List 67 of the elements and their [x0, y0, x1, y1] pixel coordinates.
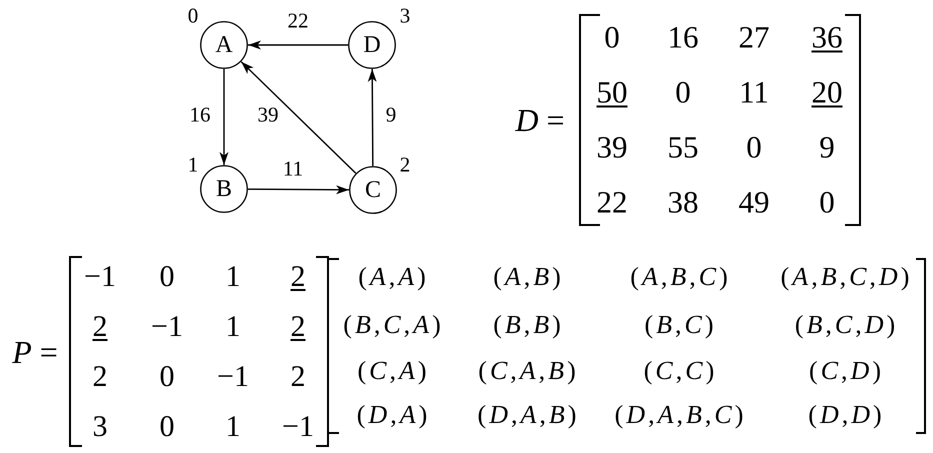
- vertex-index: 0: [188, 6, 198, 26]
- path-entry: (B,B): [492, 312, 564, 338]
- vertex-index: 1: [188, 154, 198, 176]
- path-entry: (D,A,B,C): [614, 402, 746, 428]
- vertex-index: 3: [400, 6, 410, 26]
- matrix-entry: 27: [738, 22, 770, 52]
- vertex-circle: [348, 21, 396, 69]
- matrix-entry: 0: [160, 262, 174, 292]
- path-entry: (A,B,C): [629, 264, 731, 290]
- matrix-entry: 0: [160, 362, 174, 392]
- matrix-entry: 36: [812, 22, 842, 52]
- vertex-label: D: [363, 33, 381, 57]
- arrow: [368, 69, 377, 166]
- vertex-circle: [200, 21, 248, 69]
- matrix-entry: 0: [819, 186, 835, 218]
- path-entry: (B,C,D): [794, 312, 898, 338]
- matrix-entry: 9: [819, 132, 835, 162]
- matrix-entry: 39: [596, 132, 628, 162]
- matrix-entry: 11: [739, 76, 769, 108]
- matrix-entry: 16: [668, 22, 698, 52]
- matrix-entry: 2: [92, 362, 108, 392]
- matrix-entry: 2: [290, 262, 306, 292]
- matrix-entry: 1: [226, 412, 240, 442]
- matrix-entry: −1: [84, 262, 116, 292]
- arrow: [220, 69, 228, 165]
- vertex-circle: [200, 165, 248, 213]
- vertex-label: C: [365, 178, 381, 202]
- arrow: [248, 40, 348, 50]
- matrix-entry: 22: [596, 186, 628, 218]
- matrix-entry: 2: [290, 362, 306, 392]
- path-entry: (D,A): [356, 402, 430, 428]
- matrix-entry: 0: [604, 22, 620, 52]
- path-entry: (C,C): [642, 358, 718, 384]
- vertex-circle: [349, 166, 397, 214]
- path-entry: (D,A,B): [476, 402, 580, 428]
- matrix-entry: 38: [668, 186, 698, 218]
- path-entry: (C,D): [808, 358, 884, 384]
- path-entry: (A,A): [357, 264, 429, 290]
- matrix-entry: 0: [160, 412, 174, 442]
- path-entry: (B,C,A): [342, 312, 444, 338]
- matrix-entry: 0: [746, 132, 762, 162]
- matrix-entry: 1: [226, 262, 240, 292]
- matrix-entry: 49: [738, 186, 770, 218]
- vertex-index: 2: [400, 154, 410, 176]
- path-entry: (C,A,B): [477, 358, 579, 384]
- path-entry: (A,B): [492, 264, 564, 290]
- path-entry: (A,B,C,D): [780, 264, 912, 290]
- path-entry: (C,A): [356, 358, 430, 384]
- matrix-entry: 50: [596, 76, 628, 108]
- matrix-symbol: D =: [515, 104, 565, 136]
- vertex-label: B: [216, 177, 232, 201]
- matrix-entry: −1: [151, 312, 183, 342]
- matrix-entry: 0: [675, 76, 691, 108]
- matrix-entry: 2: [290, 312, 306, 342]
- matrix-entry: 1: [226, 312, 240, 342]
- path-entry: (B,C): [643, 312, 717, 338]
- matrix-entry: −1: [282, 412, 314, 442]
- arrow: [248, 185, 349, 194]
- arrow: [240, 61, 356, 174]
- matrix-entry: 20: [812, 76, 842, 108]
- matrix-entry: 55: [668, 132, 698, 162]
- matrix-entry: −1: [217, 362, 249, 392]
- matrix-symbol: P =: [12, 336, 58, 368]
- path-entry: (D,D): [807, 402, 885, 428]
- matrix-entry: 2: [92, 312, 108, 342]
- matrix-entry: 3: [92, 412, 108, 442]
- vertex-label: A: [215, 33, 233, 57]
